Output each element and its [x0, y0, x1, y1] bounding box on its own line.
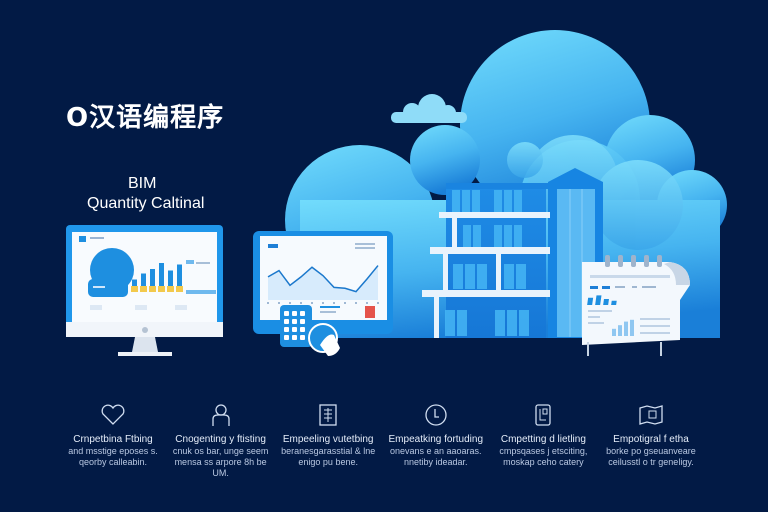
calculator-key: [284, 319, 289, 324]
dashboard-bar: [168, 270, 173, 290]
feature-desc: borke po gseuanveare ceilusstl o tr gene…: [606, 446, 696, 467]
dashboard-bar: [150, 269, 155, 290]
calculator-key: [284, 335, 289, 340]
report-bar: [603, 299, 609, 305]
feature-item: Empeeling vutetbing beranesgarasstial & …: [277, 400, 379, 480]
chart-tick: [344, 302, 346, 304]
report-bar: [612, 328, 616, 336]
feature-title: Cmpetting d lietling: [500, 434, 586, 445]
document-icon: [277, 400, 379, 430]
feature-item: Cnogenting y ftisting cnuk os bar, unge …: [170, 400, 272, 480]
calculator: [280, 305, 340, 356]
calculator-key: [292, 335, 297, 340]
tablet: [253, 231, 393, 334]
report-bar: [630, 319, 634, 336]
feature-title: Empeeling vutetbing: [282, 434, 374, 445]
subtitle-quantity: Quantity Caltinal: [87, 195, 205, 212]
chart-tick: [300, 302, 302, 304]
report-bar: [624, 321, 628, 336]
feature-desc: beranesgarasstial & lne enigo pu bene.: [281, 446, 376, 467]
feature-desc: cnuk os bar, unge seem mensa ss arpore 8…: [172, 446, 269, 478]
chart-tick: [278, 302, 280, 304]
report-sheet: [582, 255, 690, 356]
brand-title: O汉语编程序: [66, 103, 225, 133]
features-row: Crnpetbina Ftbing and msstige eposes s. …: [62, 400, 702, 480]
chart-tick: [377, 302, 379, 304]
small-cloud: [391, 94, 467, 123]
feature-item: Cmpetting d lietling cmpsqases j etsciti…: [492, 400, 594, 480]
map-report-icon: [600, 400, 702, 430]
calculator-key: [284, 327, 289, 332]
calculator-key: [300, 327, 305, 332]
calculator-key: [300, 319, 305, 324]
dashboard-bar-base: [167, 286, 174, 292]
heart-icon: [62, 400, 164, 430]
chart-tick: [289, 302, 291, 304]
feature-desc: cmpsqases j etsciting, moskap ceho cater…: [499, 446, 588, 467]
dashboard-bar: [132, 279, 137, 290]
feature-item: Empotigral f etha borke po gseuanveare c…: [600, 400, 702, 480]
feature-desc: onevans e an aaoaras. nnetiby ideadar.: [389, 446, 482, 467]
calculator-key: [300, 335, 305, 340]
calculator-key: [292, 319, 297, 324]
feature-item: Empeatking fortuding onevans e an aaoara…: [385, 400, 487, 480]
dashboard-bar-base: [158, 286, 165, 292]
calculator-key: [292, 311, 297, 316]
feature-title: Crnpetbina Ftbing: [73, 434, 153, 445]
feature-item: Crnpetbina Ftbing and msstige eposes s. …: [62, 400, 164, 480]
calculator-key: [300, 311, 305, 316]
feature-title: Empeatking fortuding: [388, 434, 484, 445]
building: [422, 168, 603, 338]
dashboard-bar-base: [176, 286, 183, 292]
feature-desc: and msstige eposes s. qeorby calleabin.: [68, 446, 158, 467]
feature-title: Cnogenting y ftisting: [175, 434, 266, 445]
chart-tick: [355, 302, 357, 304]
dashboard-bar: [159, 263, 164, 290]
clock-icon: [385, 400, 487, 430]
mobile-document-icon: [492, 400, 594, 430]
user-icon: [170, 400, 272, 430]
chart-tick: [333, 302, 335, 304]
chart-tick: [311, 302, 313, 304]
feature-title: Empotigral f etha: [613, 434, 689, 445]
chart-tick: [366, 302, 368, 304]
chart-tick: [322, 302, 324, 304]
dashboard-bar-base: [140, 286, 147, 292]
subtitle-bim: BIM: [128, 175, 157, 192]
report-bar: [618, 325, 622, 336]
chart-tick: [267, 302, 269, 304]
report-bar: [587, 297, 594, 305]
dashboard-bar: [177, 264, 182, 290]
report-bar: [611, 300, 617, 305]
dashboard-bar-base: [131, 286, 138, 292]
calculator-key: [284, 311, 289, 316]
monitor: [66, 225, 223, 356]
calculator-key: [292, 327, 297, 332]
report-bar: [595, 295, 602, 305]
dashboard-bar-base: [149, 286, 156, 292]
dashboard-bar: [141, 273, 146, 290]
